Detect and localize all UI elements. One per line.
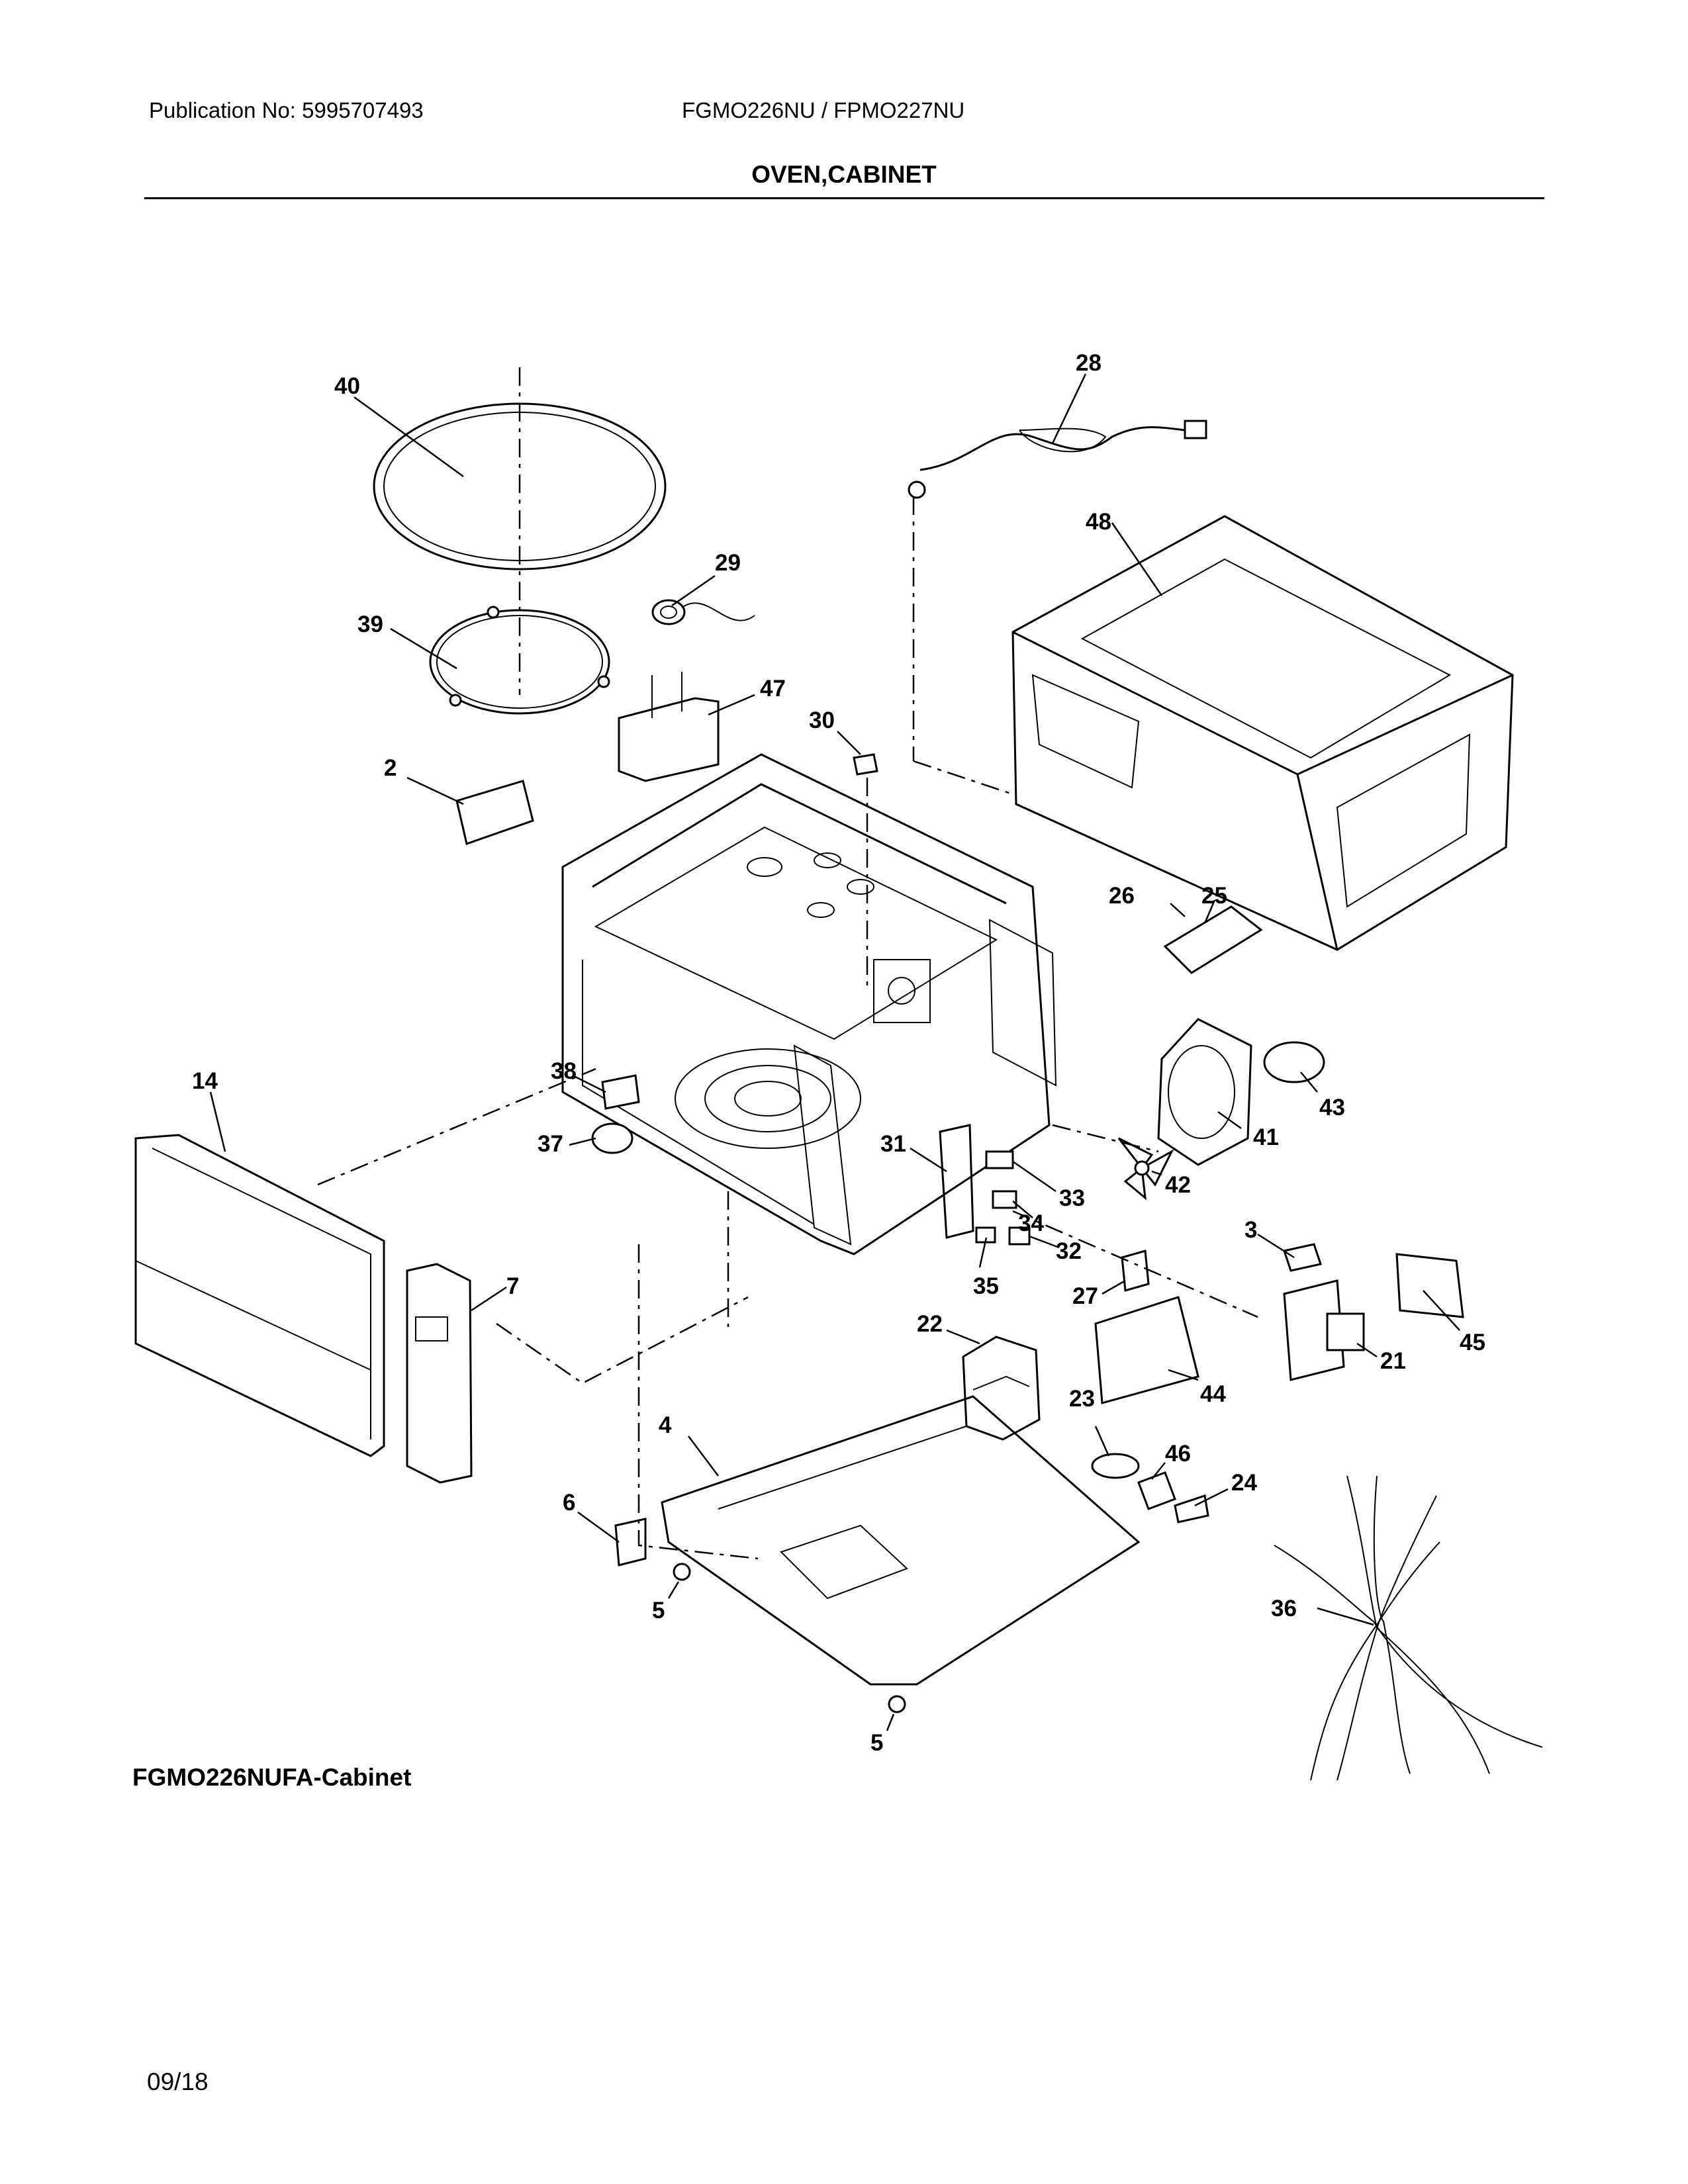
callout-39: 39 bbox=[357, 612, 383, 637]
callout-46: 46 bbox=[1165, 1441, 1191, 1467]
control-panel bbox=[406, 1263, 473, 1484]
capacitor-bracket bbox=[1137, 1471, 1176, 1510]
stirrer-motor bbox=[1121, 1250, 1150, 1292]
callout-47: 47 bbox=[760, 676, 786, 702]
diagram-caption: FGMO226NUFA-Cabinet bbox=[132, 1764, 412, 1791]
callout-44: 44 bbox=[1200, 1381, 1226, 1407]
callout-3: 3 bbox=[1244, 1217, 1257, 1243]
callout-33: 33 bbox=[1059, 1185, 1085, 1211]
fan-housing bbox=[1157, 1018, 1252, 1166]
callout-14: 14 bbox=[192, 1068, 218, 1094]
door-latch-assembly bbox=[939, 1124, 1031, 1246]
callout-28: 28 bbox=[1076, 350, 1102, 376]
foot-front bbox=[673, 1563, 691, 1581]
mounting-bracket bbox=[618, 672, 720, 782]
oven-cavity bbox=[561, 753, 1057, 1255]
air-guide bbox=[1094, 1296, 1199, 1404]
side-bracket bbox=[614, 1518, 647, 1567]
callout-42: 42 bbox=[1165, 1172, 1191, 1198]
page-title: OVEN,CABINET bbox=[751, 161, 937, 188]
capacitor bbox=[1091, 1453, 1140, 1479]
callout-31: 31 bbox=[880, 1131, 906, 1157]
callout-38: 38 bbox=[551, 1058, 577, 1084]
callout-29: 29 bbox=[715, 550, 741, 576]
callout-5-front: 5 bbox=[652, 1598, 665, 1623]
foot-rear bbox=[888, 1695, 906, 1713]
outer-cabinet bbox=[1011, 515, 1514, 951]
publication-number: Publication No: 5995707493 bbox=[149, 98, 424, 122]
power-cord bbox=[908, 420, 1207, 761]
waveguide-cover bbox=[455, 780, 534, 845]
callout-36: 36 bbox=[1271, 1596, 1297, 1621]
roller-ring bbox=[429, 606, 610, 715]
callout-24: 24 bbox=[1231, 1470, 1257, 1496]
fan-motor bbox=[1263, 1041, 1325, 1083]
fan-blade bbox=[1117, 1137, 1174, 1201]
callout-23: 23 bbox=[1069, 1386, 1095, 1412]
model-numbers: FGMO226NU / FPMO227NU bbox=[682, 98, 965, 122]
revision-date: 09/18 bbox=[147, 2068, 209, 2095]
oven-door bbox=[134, 1134, 385, 1457]
turntable-motor bbox=[591, 1074, 640, 1154]
callout-35: 35 bbox=[973, 1273, 999, 1299]
callout-2: 2 bbox=[384, 755, 397, 781]
callout-7: 7 bbox=[506, 1273, 519, 1299]
callout-27: 27 bbox=[1072, 1283, 1098, 1309]
callout-34: 34 bbox=[1018, 1210, 1044, 1236]
callout-37: 37 bbox=[538, 1131, 563, 1157]
exhaust-duct bbox=[1395, 1253, 1464, 1318]
base-plate bbox=[661, 1395, 1141, 1686]
transformer bbox=[962, 1336, 1041, 1441]
callout-48: 48 bbox=[1086, 509, 1111, 535]
callout-22: 22 bbox=[917, 1311, 943, 1337]
header-rule bbox=[144, 197, 1544, 199]
callout-26: 26 bbox=[1109, 883, 1135, 909]
callout-30: 30 bbox=[809, 707, 835, 733]
callout-41: 41 bbox=[1253, 1124, 1279, 1150]
wire-harness bbox=[1274, 1475, 1543, 1781]
diode-bracket bbox=[1174, 1494, 1209, 1524]
callout-21: 21 bbox=[1380, 1348, 1406, 1374]
glass-tray bbox=[373, 402, 667, 570]
callout-5-rear: 5 bbox=[870, 1730, 883, 1756]
callout-45: 45 bbox=[1460, 1330, 1485, 1355]
callout-25: 25 bbox=[1201, 883, 1227, 909]
magnetron bbox=[1283, 1243, 1365, 1381]
control-board bbox=[1163, 905, 1263, 974]
callout-4: 4 bbox=[659, 1412, 672, 1438]
callout-6: 6 bbox=[563, 1490, 575, 1516]
callout-40: 40 bbox=[334, 373, 360, 399]
callout-43: 43 bbox=[1319, 1095, 1345, 1120]
thermal-fuse bbox=[651, 599, 755, 625]
callout-32: 32 bbox=[1056, 1238, 1082, 1264]
interlock-switch bbox=[853, 753, 878, 986]
